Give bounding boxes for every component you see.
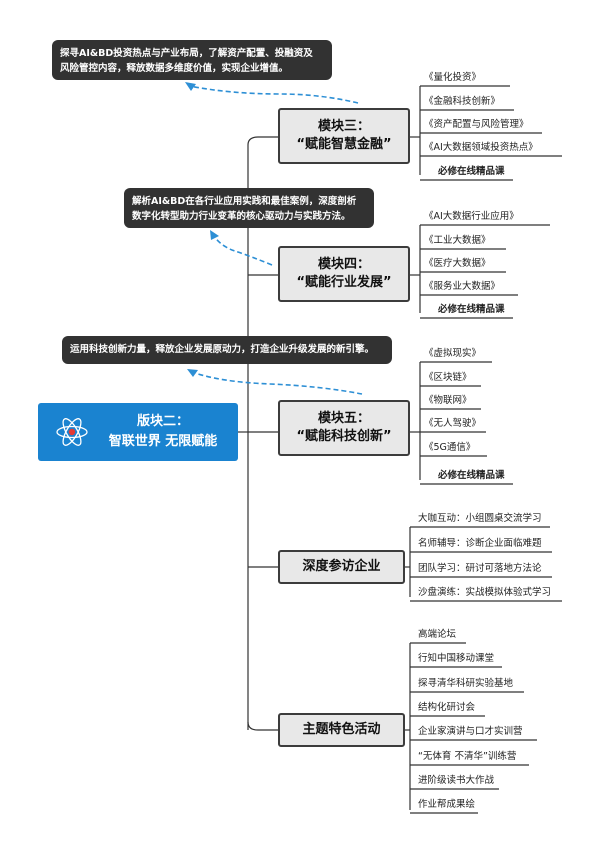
module-title-line2: “赋能科技创新” — [296, 429, 392, 444]
module-title-line2: “赋能行业发展” — [296, 275, 392, 290]
leaf-item: 《AI大数据行业应用》 — [424, 211, 519, 222]
module-industry-development: 模块四： “赋能行业发展” — [278, 246, 410, 302]
leaf-item: 《物联网》 — [424, 395, 472, 406]
root-title-line1: 版块二： — [136, 414, 189, 429]
module-title: 深度参访企业 — [302, 559, 381, 574]
module-title-line1: 模块四： — [317, 257, 370, 272]
leaf-item: 大咖互动：小组圆桌交流学习 — [418, 513, 542, 524]
leaf-item: 探寻清华科研实验基地 — [418, 678, 514, 689]
leaf-item: 《医疗大数据》 — [424, 258, 491, 269]
leaf-item: 《金融科技创新》 — [424, 96, 501, 107]
callout-text-line: 运用科技创新力量，释放企业发展原动力，打造企业升级发展的新引擎。 — [70, 344, 375, 355]
leaf-item: 沙盘演练：实战模拟体验式学习 — [418, 587, 552, 598]
leaf-item: 企业家演讲与口才实训营 — [418, 726, 523, 737]
callout-finance-description: 探寻AI&BD投资热点与产业布局，了解资产配置、投融资及 风险管控内容，释放数据… — [52, 40, 332, 80]
root-title-line2: 智联世界 无限赋能 — [108, 434, 218, 449]
leaf-online-course: 必修在线精品课 — [438, 304, 505, 315]
leaf-item: 《无人驾驶》 — [424, 418, 482, 429]
leaf-item: 名师辅导：诊断企业面临难题 — [418, 538, 542, 549]
module-company-visit: 深度参访企业 — [278, 550, 405, 584]
module-smart-finance: 模块三： “赋能智慧金融” — [278, 108, 410, 164]
callout-text-line: 数字化转型助力行业变革的核心驱动力与实践方法。 — [132, 211, 351, 222]
callout-industry-description: 解析AI&BD在各行业应用实践和最佳案例，深度剖析 数字化转型助力行业变革的核心… — [124, 188, 374, 228]
leaf-item: 作业帮成果绘 — [418, 799, 476, 810]
leaf-item: 《服务业大数据》 — [424, 281, 501, 292]
leaf-item: 《资产配置与风险管理》 — [424, 119, 529, 130]
root-node: 版块二： 智联世界 无限赋能 — [38, 403, 238, 461]
leaf-item: 《虚拟现实》 — [424, 348, 482, 359]
callout-text-line: 解析AI&BD在各行业应用实践和最佳案例，深度剖析 — [132, 196, 357, 207]
leaf-item: “无体育 不清华”训练营 — [418, 751, 517, 762]
module-tech-innovation: 模块五： “赋能科技创新” — [278, 400, 410, 456]
leaf-online-course: 必修在线精品课 — [438, 470, 505, 481]
leaf-item: 结构化研讨会 — [418, 702, 476, 713]
leaf-item: 《量化投资》 — [424, 72, 482, 83]
module-title-line1: 模块三： — [317, 119, 370, 134]
module-title-line2: “赋能智慧金融” — [296, 137, 392, 152]
callout-text-line: 风险管控内容，释放数据多维度价值，实现企业增值。 — [60, 63, 289, 74]
leaf-item: 《区块链》 — [424, 372, 472, 383]
leaf-item: 高端论坛 — [418, 629, 457, 640]
atom-icon — [56, 418, 88, 446]
leaf-item: 行知中国移动课堂 — [418, 653, 495, 664]
module-theme-activities: 主题特色活动 — [278, 713, 405, 747]
leaf-item: 《5G通信》 — [424, 442, 476, 453]
callout-tech-description: 运用科技创新力量，释放企业发展原动力，打造企业升级发展的新引擎。 — [62, 336, 392, 364]
module-title-line1: 模块五： — [317, 411, 370, 426]
leaf-item: 团队学习：研讨可落地方法论 — [418, 563, 542, 574]
leaf-online-course: 必修在线精品课 — [438, 166, 505, 177]
callout-text-line: 探寻AI&BD投资热点与产业布局，了解资产配置、投融资及 — [60, 48, 313, 59]
leaf-item: 进阶级读书大作战 — [418, 775, 495, 786]
leaf-item: 《AI大数据领域投资热点》 — [424, 142, 538, 153]
module-title: 主题特色活动 — [302, 722, 381, 737]
leaf-item: 《工业大数据》 — [424, 235, 491, 246]
